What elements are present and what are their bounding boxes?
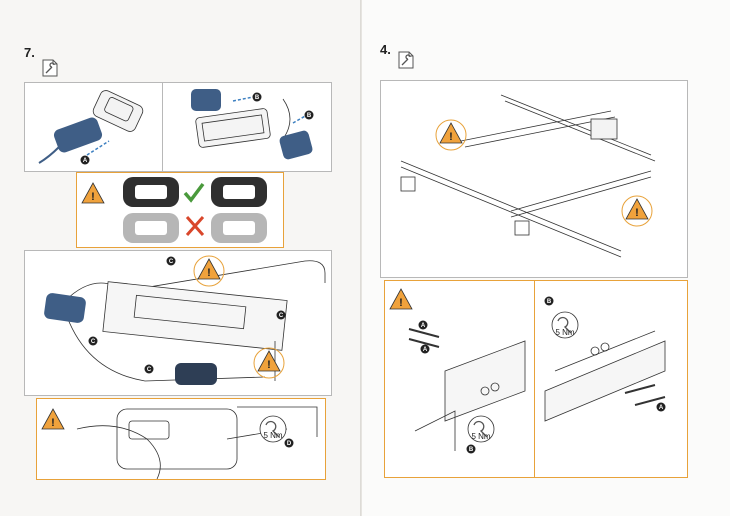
detail-left-bolts: ! A A 5 Nm B bbox=[384, 280, 536, 478]
label-a-right-2: A bbox=[423, 347, 428, 353]
label-a-right-1: A bbox=[421, 323, 426, 329]
torque-label-bottom: 5 Nm bbox=[471, 432, 490, 441]
svg-text:!: ! bbox=[207, 267, 211, 279]
svg-text:!: ! bbox=[267, 359, 271, 371]
panel-frame-assembly: ! ! bbox=[380, 80, 688, 278]
step-number-4: 4. bbox=[380, 42, 391, 57]
svg-text:!: ! bbox=[51, 417, 55, 429]
svg-text:!: ! bbox=[449, 131, 453, 143]
panel-connector: B B bbox=[162, 82, 332, 172]
panel-control-box: A bbox=[24, 82, 164, 172]
label-b-2: B bbox=[307, 113, 312, 119]
right-page: 4. ! bbox=[362, 0, 730, 516]
torque-label-left: 5 Nm bbox=[263, 431, 282, 440]
label-a: A bbox=[83, 158, 88, 164]
svg-text:!: ! bbox=[91, 191, 95, 203]
label-d: D bbox=[287, 441, 292, 447]
wrench-torque-icon bbox=[473, 420, 488, 438]
wrench-torque-icon bbox=[265, 420, 280, 438]
label-c-1: C bbox=[169, 259, 174, 265]
orientation-warning-box: ! bbox=[76, 172, 284, 248]
check-mark-icon bbox=[183, 182, 205, 203]
screw-detail-box: ! 5 Nm D bbox=[36, 398, 326, 480]
label-c-4: C bbox=[279, 313, 284, 319]
svg-text:!: ! bbox=[635, 207, 639, 219]
label-b-right-1: B bbox=[469, 447, 474, 453]
detail-right-bolts: A B 5 Nm bbox=[534, 280, 688, 478]
warning-triangle-icon: ! bbox=[81, 182, 105, 204]
label-b-right-2: B bbox=[547, 299, 552, 305]
wrench-tool-icon bbox=[396, 50, 416, 70]
page-fold bbox=[360, 0, 363, 516]
label-a-right-3: A bbox=[659, 405, 664, 411]
cross-mark-icon bbox=[185, 216, 205, 236]
label-c-2: C bbox=[91, 339, 96, 345]
wrench-tool-icon bbox=[40, 58, 60, 78]
label-b-1: B bbox=[255, 95, 260, 101]
torque-label-top: 5 Nm bbox=[555, 328, 574, 337]
panel-bumper-install: ! ! C C C C bbox=[24, 250, 332, 396]
left-page: 7. A B B bbox=[0, 0, 362, 516]
wrench-torque-icon bbox=[557, 316, 572, 334]
step-number-7: 7. bbox=[24, 45, 35, 60]
svg-text:!: ! bbox=[399, 297, 403, 309]
label-c-3: C bbox=[147, 367, 152, 373]
